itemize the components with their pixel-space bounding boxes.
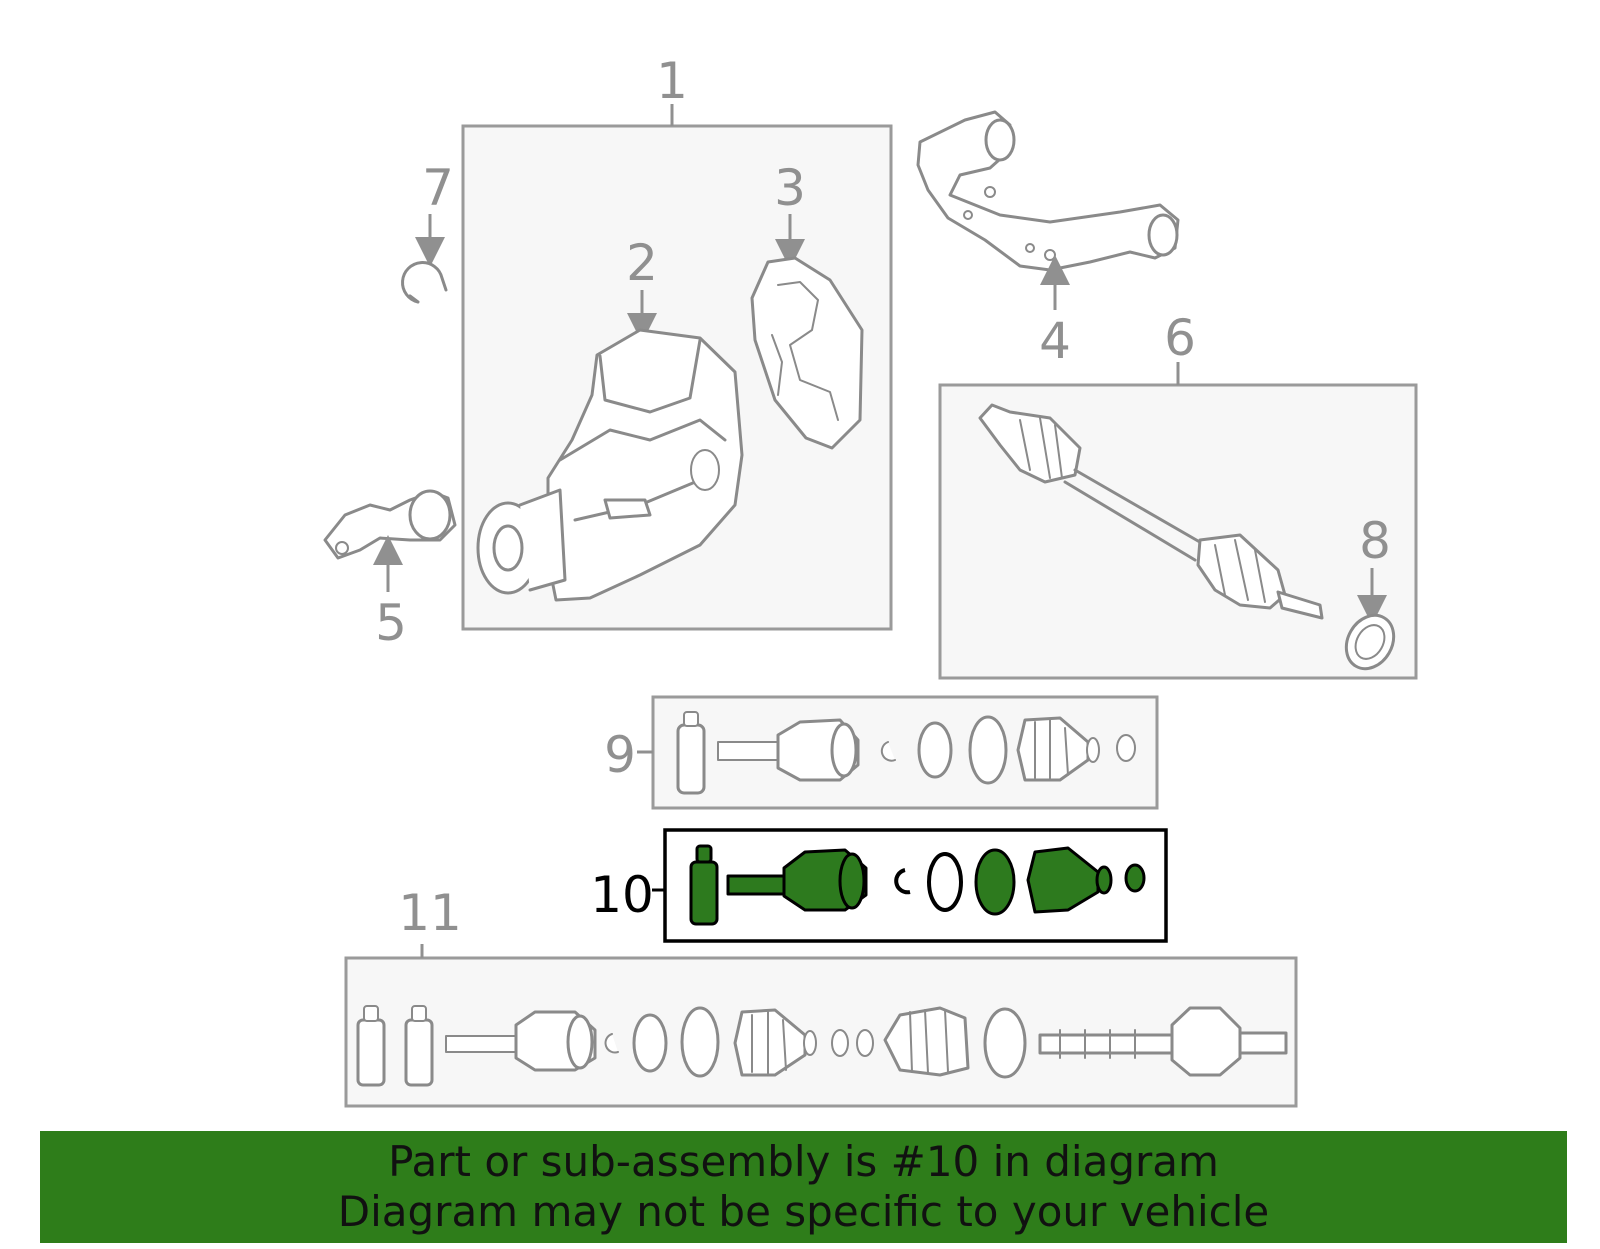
part-9-kit[interactable] [676, 711, 1136, 795]
part-11-axle-kit[interactable] [356, 1005, 1288, 1087]
part-10-cv-joint-kit[interactable] [689, 844, 1146, 926]
info-banner: Part or sub-assembly is #10 in diagram D… [40, 1131, 1567, 1243]
callout-group-6[interactable]: 6 [938, 309, 1418, 680]
banner-line-1: Part or sub-assembly is #10 in diagram [388, 1137, 1219, 1186]
banner-line-2: Diagram may not be specific to your vehi… [337, 1187, 1270, 1236]
callout-3: 3 [774, 159, 806, 217]
callout-10: 10 [590, 866, 654, 924]
box-11 [344, 956, 1298, 1108]
callout-1: 1 [656, 52, 688, 110]
part-7-clip[interactable]: 7 [401, 159, 454, 304]
callout-5: 5 [375, 594, 407, 652]
callout-2: 2 [626, 234, 658, 292]
callout-group-11[interactable]: 11 [344, 884, 1298, 1108]
callout-8: 8 [1359, 512, 1391, 570]
part-5-mount[interactable]: 5 [323, 489, 457, 652]
callout-6: 6 [1164, 309, 1196, 367]
part-6-half-shaft[interactable] [978, 403, 1324, 620]
part-2-differential[interactable]: 2 [476, 234, 744, 602]
callout-9: 9 [604, 726, 636, 784]
part-4-control-arm[interactable]: 4 [916, 110, 1180, 370]
part-3-cover[interactable]: 3 [750, 159, 864, 450]
callout-4: 4 [1039, 312, 1071, 370]
callout-7: 7 [422, 159, 454, 217]
part-8-seal[interactable]: 8 [1337, 512, 1403, 677]
callout-11: 11 [398, 884, 462, 942]
